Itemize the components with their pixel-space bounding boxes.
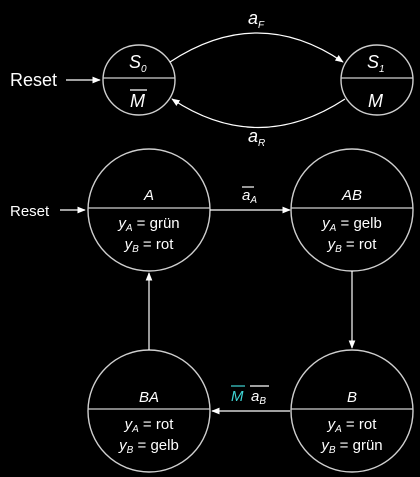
edge-s0-s1 — [169, 32, 344, 63]
state-ba-output-yb: yB = gelb — [118, 437, 179, 456]
state-a-output-yb: yB = rot — [124, 236, 175, 255]
state-s0[interactable]: S0 M — [102, 44, 176, 116]
edge-s1-s0 — [171, 98, 346, 129]
state-b-circle — [290, 349, 414, 473]
state-ba[interactable]: BA yA = rot yB = gelb — [87, 349, 211, 473]
state-s0-output: M — [130, 91, 145, 111]
edge-b-ba-a-label: aB — [251, 388, 266, 407]
reset-label-top: Reset — [10, 70, 57, 90]
edge-b-ba-m-label: M — [231, 388, 244, 405]
state-b-output-yb: yB = grün — [320, 437, 382, 456]
state-ab-name: AB — [341, 187, 362, 204]
state-b-name: B — [347, 389, 357, 406]
edge-s1-s0-label: aR — [248, 126, 265, 149]
state-b-output-ya: yA = rot — [327, 416, 378, 435]
state-s0-name: S0 — [129, 52, 147, 75]
state-ab-output-yb: yB = rot — [327, 236, 378, 255]
state-s1-circle — [340, 44, 414, 116]
edge-s0-s1-label: aF — [248, 8, 265, 31]
state-s1-output: M — [368, 91, 383, 111]
state-s1-name: S1 — [367, 52, 385, 75]
state-a-name: A — [143, 187, 154, 204]
state-ab[interactable]: AB yA = gelb yB = rot — [290, 148, 414, 272]
reset-label-bottom: Reset — [10, 203, 50, 220]
state-ba-output-ya: yA = rot — [124, 416, 175, 435]
state-a-output-ya: yA = grün — [117, 215, 179, 234]
state-s0-circle — [102, 44, 176, 116]
state-a[interactable]: A yA = grün yB = rot — [87, 148, 211, 272]
state-b[interactable]: B yA = rot yB = grün — [290, 349, 414, 473]
state-ba-name: BA — [139, 389, 159, 406]
state-s1[interactable]: S1 M — [340, 44, 414, 116]
state-ab-output-ya: yA = gelb — [321, 215, 382, 234]
edge-a-ab-label: aA — [242, 187, 257, 206]
